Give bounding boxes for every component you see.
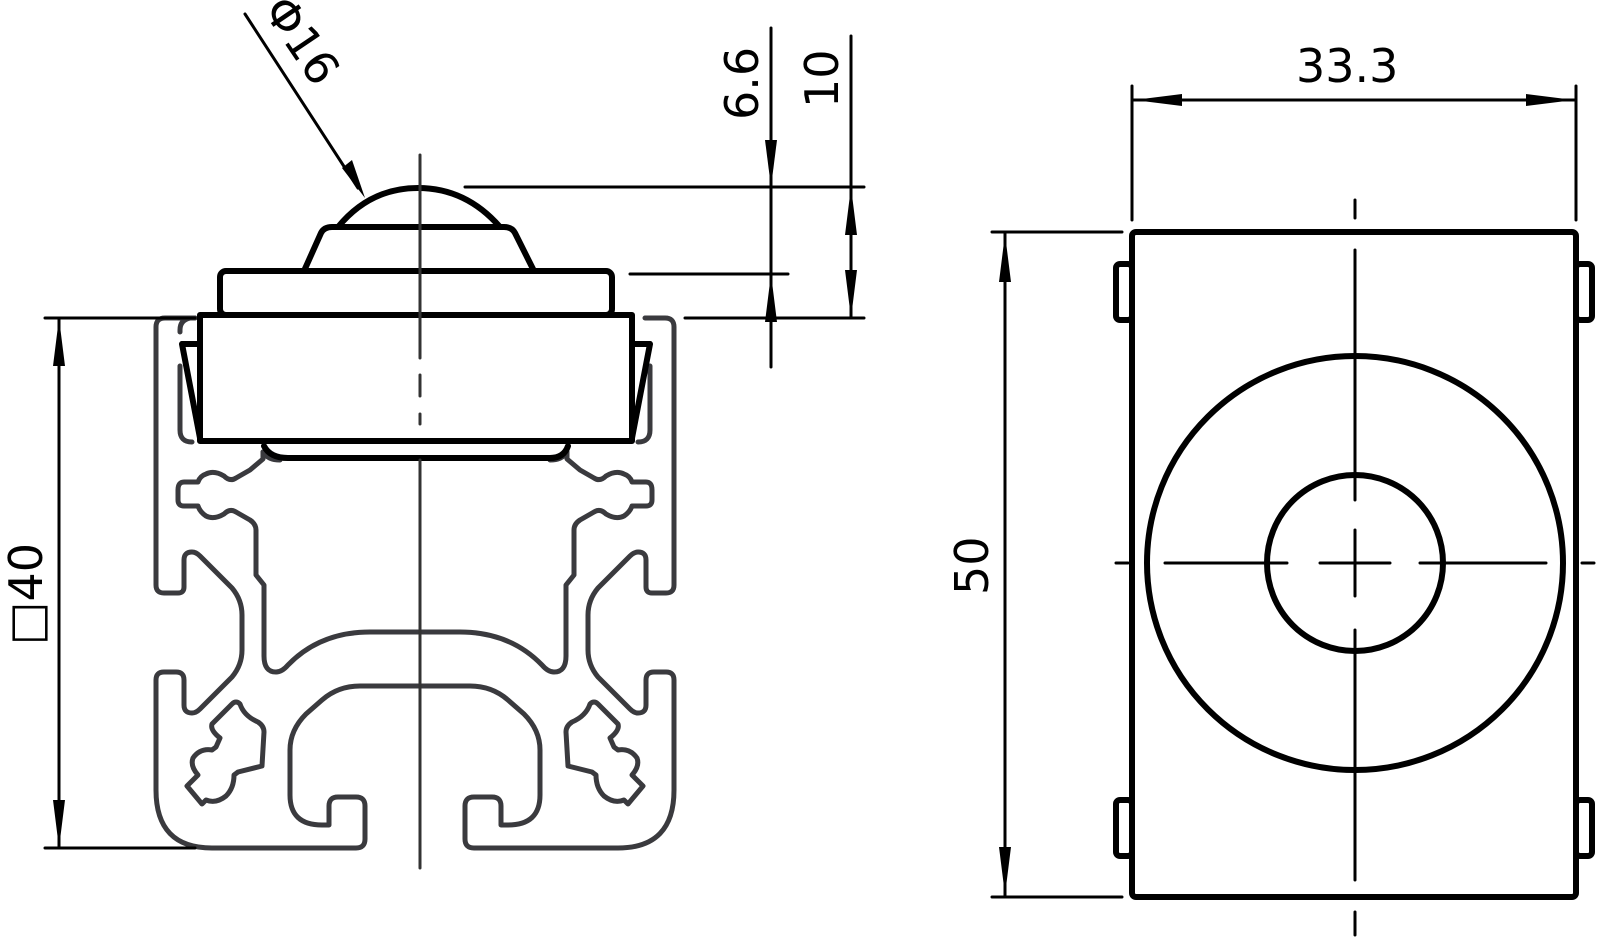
aluminium-profile <box>153 315 677 851</box>
top-view: 33.3 50 <box>945 39 1596 937</box>
unit-housing <box>197 312 635 444</box>
ball-transfer-unit <box>179 185 653 461</box>
unit-bottom-plate <box>261 443 571 461</box>
dim-ball-diameter: Φ16 <box>243 0 365 198</box>
tab-top-left <box>1113 261 1135 323</box>
dim-ball-heights: 6.6 10 <box>463 26 866 369</box>
tab-top-right <box>1573 261 1595 323</box>
dim-length: 50 <box>945 230 1124 899</box>
unit-flange <box>217 268 615 318</box>
clamp-wedge-right <box>629 341 653 441</box>
housing-outline <box>1129 229 1579 900</box>
dim-profile-size: □40 <box>0 316 197 850</box>
clamp-wedge-left <box>179 341 203 441</box>
front-view: Φ16 6.6 10 □40 <box>0 0 866 870</box>
dim-width-label: 33.3 <box>1296 39 1398 93</box>
tab-bottom-left <box>1113 797 1135 859</box>
dim-ball-protrusion-label: 6.6 <box>715 47 769 120</box>
unit-cap <box>301 224 537 274</box>
ball <box>335 185 503 230</box>
dim-profile-size-label: □40 <box>0 543 53 645</box>
dim-total-height-label: 10 <box>795 49 849 108</box>
dim-length-label: 50 <box>945 536 999 595</box>
tab-bottom-right <box>1573 797 1595 859</box>
dim-width: 33.3 <box>1130 39 1578 222</box>
